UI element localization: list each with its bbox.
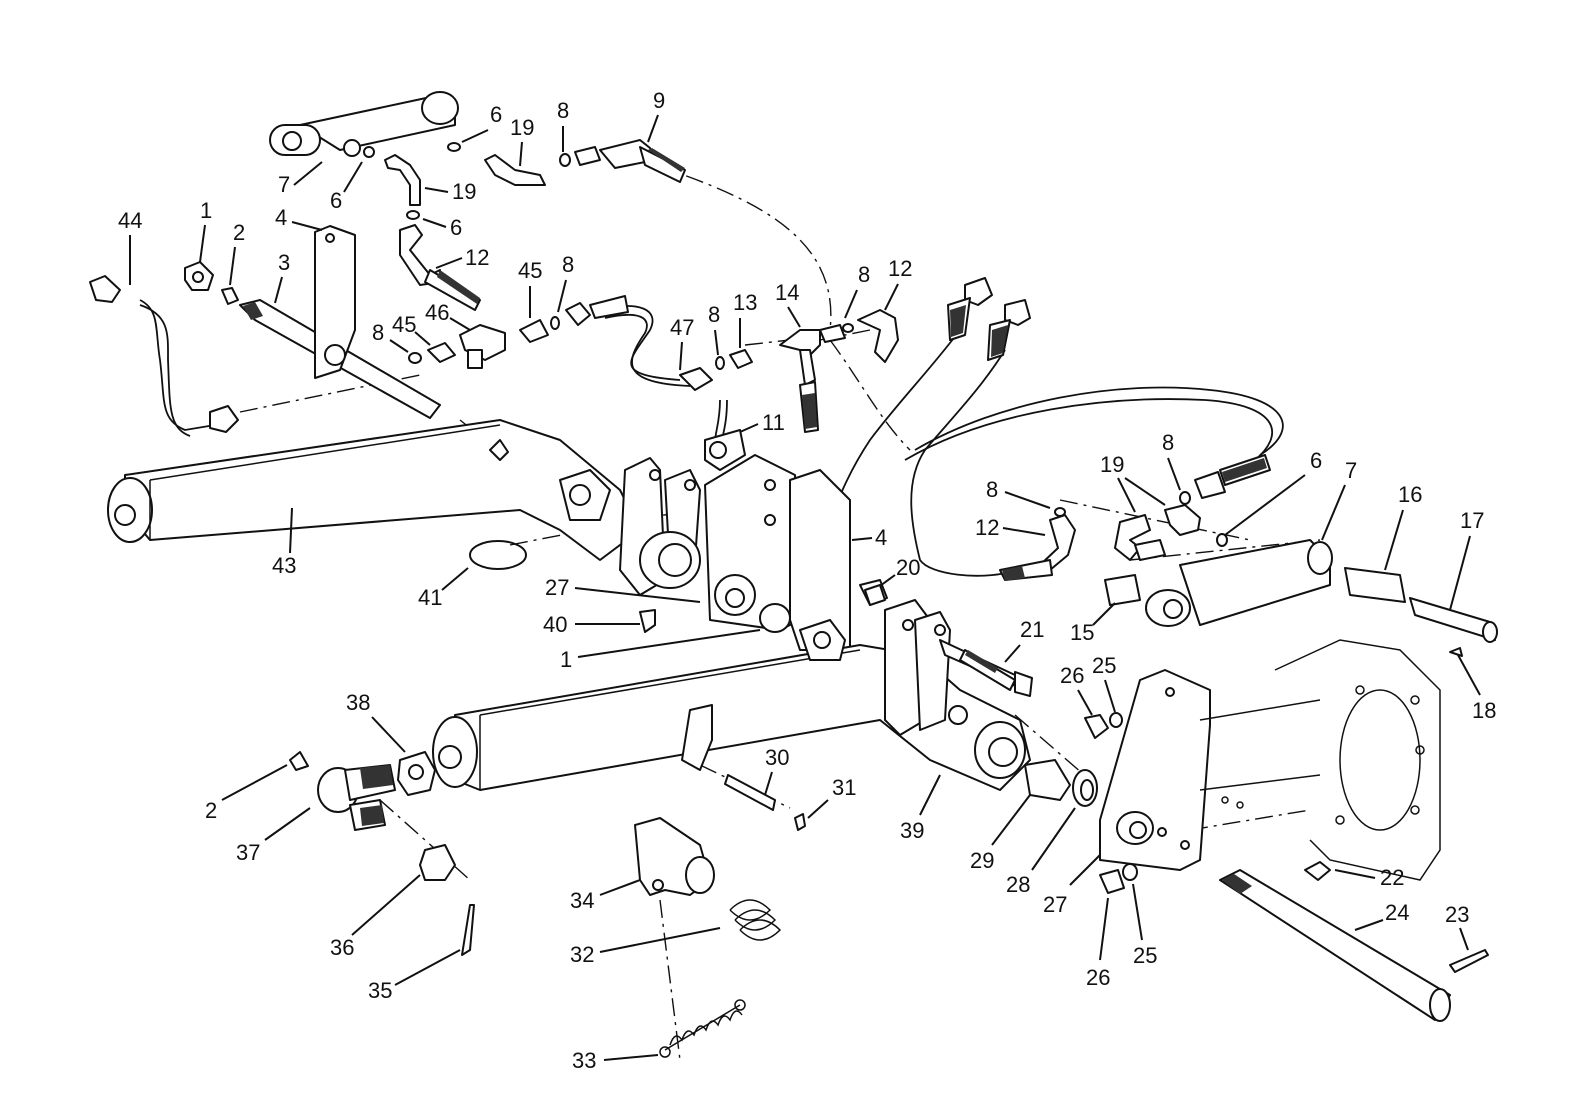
callout-31: 31	[832, 775, 856, 800]
callout-27-right: 27	[1043, 892, 1067, 917]
callout-12a: 12	[465, 245, 489, 270]
callout-30: 30	[765, 745, 789, 770]
callout-14: 14	[775, 280, 799, 305]
lift-shaft	[1219, 861, 1489, 1022]
callout-2b: 2	[205, 798, 217, 823]
callout-38: 38	[346, 690, 370, 715]
callout-37: 37	[236, 840, 260, 865]
callout-17: 17	[1460, 508, 1484, 533]
callout-26b: 26	[1086, 965, 1110, 990]
callout-45a: 45	[518, 258, 542, 283]
callout-46: 46	[425, 300, 449, 325]
callout-23: 23	[1445, 902, 1469, 927]
callout-2: 2	[233, 220, 245, 245]
callout-1: 1	[200, 198, 212, 223]
gearbox-housing	[1199, 639, 1441, 881]
callout-6b: 6	[330, 188, 342, 213]
callout-24: 24	[1385, 900, 1409, 925]
callout-16: 16	[1398, 482, 1422, 507]
pressure-switch	[704, 429, 746, 471]
center-bracket	[619, 454, 851, 651]
callout-8f: 8	[986, 477, 998, 502]
callout-32-text: 32	[570, 942, 594, 967]
left-lift-arm	[107, 419, 641, 561]
callout-20: 20	[896, 555, 920, 580]
hydraulic-hoses	[139, 299, 1284, 577]
callout-34: 34	[570, 888, 594, 913]
pivot-pin	[681, 704, 806, 831]
callout-12b-label: 12	[888, 256, 912, 281]
shaft-assembly	[89, 225, 441, 433]
right-bracket	[1024, 669, 1211, 894]
middle-fittings	[408, 295, 899, 433]
callout-22: 22	[1380, 865, 1404, 890]
callout-8d: 8	[708, 302, 720, 327]
callout-29: 29	[970, 848, 994, 873]
callout-8b: 8	[562, 252, 574, 277]
callout-11: 11	[762, 410, 785, 435]
callout-21: 21	[1020, 617, 1044, 642]
callout-41: 41	[418, 585, 442, 610]
callout-19a: 19	[510, 115, 534, 140]
callout-15: 15	[1070, 620, 1094, 645]
callout-36: 36	[330, 935, 354, 960]
callout-1b: 1	[560, 647, 572, 672]
callout-26a: 26	[1060, 663, 1084, 688]
latch-lever	[634, 817, 782, 1058]
top-hydraulic-cylinder	[269, 91, 459, 158]
right-hydraulic-cylinder	[1104, 539, 1498, 657]
right-fittings	[999, 454, 1271, 581]
callout-4: 4	[275, 205, 287, 230]
callout-35: 35	[368, 978, 392, 1003]
callouts: 44 1 2 3 4 7 6 6 19 8 9 19 6 12 45 8 8 4…	[118, 88, 1496, 1073]
callout-8g: 8	[1162, 430, 1174, 455]
callout-4b: 4	[875, 525, 887, 550]
callout-13: 13	[733, 290, 757, 315]
right-lift-arm	[432, 579, 1033, 791]
top-fittings	[384, 139, 686, 311]
callout-6c: 6	[450, 215, 462, 240]
callout-45b: 45	[392, 312, 416, 337]
callout-19b: 19	[452, 179, 476, 204]
callout-8a: 8	[557, 98, 569, 123]
callout-28-text: 28	[1006, 872, 1030, 897]
callout-9: 9	[653, 88, 665, 113]
callout-12-right: 12	[975, 515, 999, 540]
callout-47: 47	[670, 315, 694, 340]
callout-3: 3	[278, 250, 290, 275]
callout-8c: 8	[372, 320, 384, 345]
callout-33: 33	[572, 1048, 596, 1073]
callout-8e: 8	[858, 262, 870, 287]
callout-6d: 6	[1310, 448, 1322, 473]
callout-19c-label: 19	[1100, 452, 1124, 477]
callout-43: 43	[272, 553, 296, 578]
callout-25b: 25	[1133, 943, 1157, 968]
callout-25a: 25	[1092, 653, 1116, 678]
callout-7b: 7	[1345, 458, 1357, 483]
hose-ends	[947, 277, 1031, 361]
callout-39: 39	[900, 818, 924, 843]
callout-27a: 27	[545, 575, 569, 600]
callout-40: 40	[543, 612, 567, 637]
ball-joint	[289, 751, 475, 956]
callout-44: 44	[118, 208, 142, 233]
snap-ring	[469, 540, 527, 570]
callout-7: 7	[278, 172, 290, 197]
callout-6a: 6	[490, 102, 502, 127]
callout-18: 18	[1472, 698, 1496, 723]
pivot-bolt	[864, 584, 1016, 691]
